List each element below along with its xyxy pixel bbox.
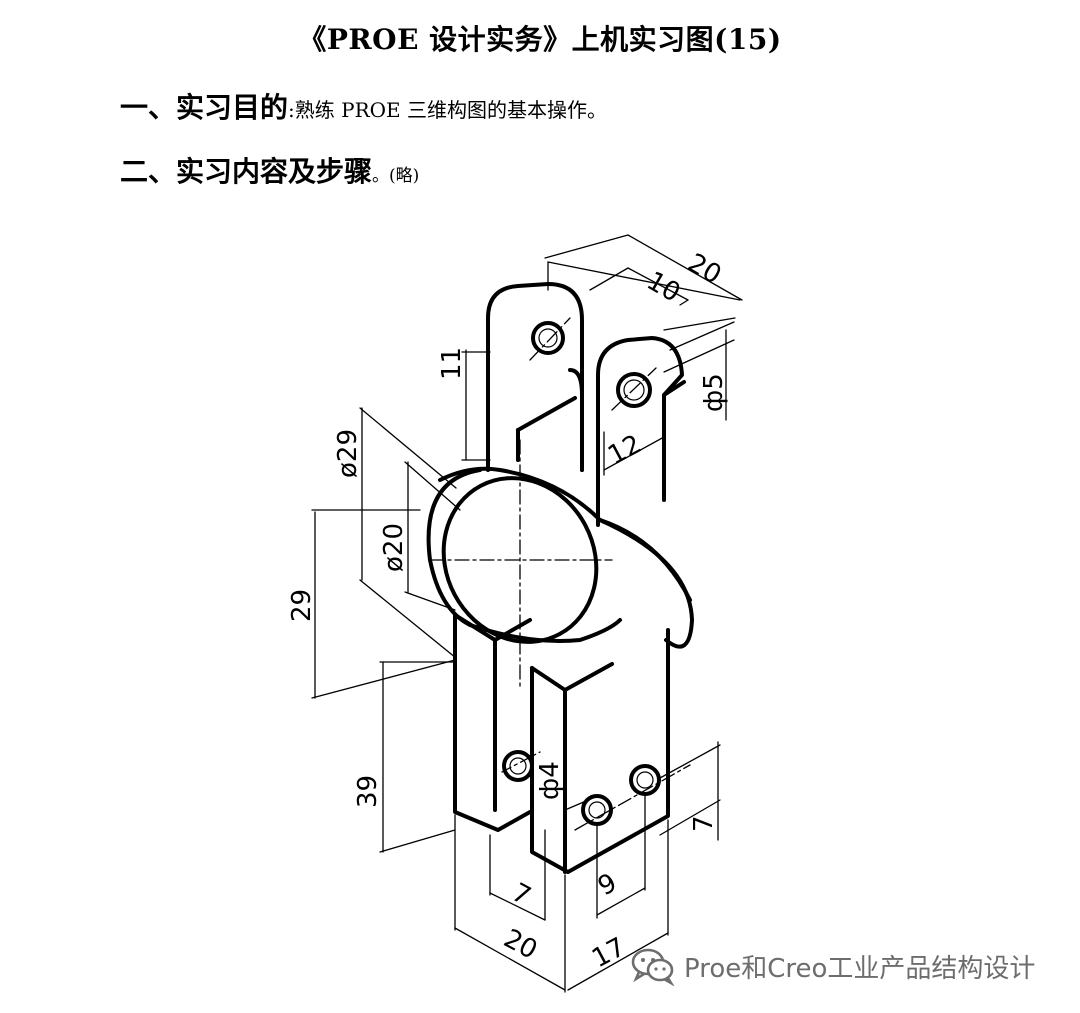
- section-content-separator: 。: [372, 166, 390, 186]
- dim-7-right: 7: [689, 815, 719, 832]
- section-purpose-separator: :: [288, 98, 295, 122]
- section-content-note: (略): [389, 166, 420, 186]
- dim-7-bottom: 7: [507, 878, 536, 912]
- dim-dia-29: ø29: [333, 429, 363, 478]
- section-content-heading: 二、实习内容及步骤: [120, 155, 373, 188]
- page-title: 《PROE 设计实务》上机实习图(15): [298, 23, 782, 56]
- section-content: 二、实习内容及步骤。(略): [120, 150, 419, 190]
- dim-12: 12: [603, 429, 646, 471]
- dim-10-top: 10: [642, 266, 686, 309]
- dim-phi5: ф5: [699, 373, 729, 412]
- watermark-text: Proe和Creo工业产品结构设计: [684, 953, 1036, 984]
- dim-dia-20: ø20: [379, 523, 409, 572]
- dim-20-top: 20: [683, 248, 727, 291]
- section-purpose: 一、实习目的:熟练 PROE 三维构图的基本操作。: [120, 86, 607, 126]
- section-purpose-text: 熟练 PROE 三维构图的基本操作。: [294, 98, 607, 122]
- dim-17: 17: [587, 932, 630, 974]
- dim-phi4: ф4: [535, 761, 565, 800]
- section-purpose-heading: 一、实习目的: [120, 91, 289, 124]
- dim-29: 29: [287, 589, 317, 622]
- watermark: Proe和Creo工业产品结构设计: [630, 944, 1035, 988]
- wechat-icon: [631, 948, 675, 986]
- dim-11: 11: [437, 347, 467, 380]
- dim-20-bottom: 20: [499, 924, 542, 966]
- dim-39: 39: [353, 775, 383, 808]
